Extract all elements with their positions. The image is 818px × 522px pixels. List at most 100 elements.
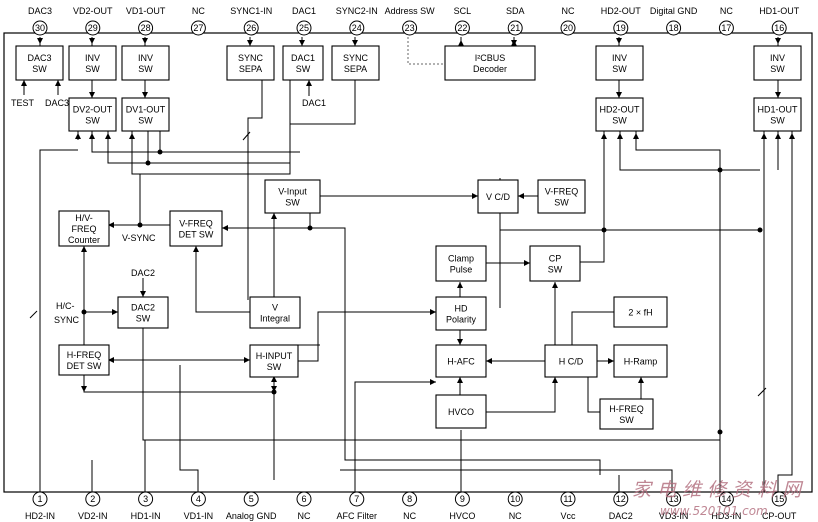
block-label: SW bbox=[285, 198, 300, 208]
block-label: DAC1 bbox=[291, 53, 315, 63]
top-pins: 30DAC329VD2-OUT28VD1-OUT27NC26SYNC1-IN25… bbox=[28, 6, 800, 36]
block-label: SW bbox=[85, 64, 100, 74]
block-label: 2 × fH bbox=[628, 308, 652, 318]
pin-number: 29 bbox=[88, 23, 98, 33]
pin-number: 4 bbox=[196, 494, 201, 504]
pin-number: 9 bbox=[460, 494, 465, 504]
block-label: SEPA bbox=[344, 64, 367, 74]
block-label: Integral bbox=[260, 314, 290, 324]
pin-number: 20 bbox=[563, 23, 573, 33]
pin-label: SDA bbox=[506, 6, 525, 16]
signal-dac2: DAC2 bbox=[131, 268, 155, 278]
pin-number: 1 bbox=[37, 494, 42, 504]
block-label: CP bbox=[549, 254, 562, 264]
block-h-cd: H C/D bbox=[544, 344, 598, 378]
block-label: Pulse bbox=[450, 265, 473, 275]
block-h-afc: H-AFC bbox=[435, 344, 487, 378]
pin-number: 6 bbox=[301, 494, 306, 504]
block-label: V-FREQ bbox=[179, 219, 213, 229]
pin-number: 5 bbox=[249, 494, 254, 504]
block-label: FREQ bbox=[71, 224, 96, 234]
block-label: INV bbox=[85, 53, 100, 63]
pin-label: NC bbox=[562, 6, 575, 16]
pin-label: HD1-IN bbox=[131, 511, 161, 521]
pin-label: NC bbox=[298, 511, 311, 521]
pin-number: 2 bbox=[90, 494, 95, 504]
block-label: DV2-OUT bbox=[73, 105, 113, 115]
pin-number: 17 bbox=[721, 23, 731, 33]
pin-number: 22 bbox=[457, 23, 467, 33]
block-label: H-Ramp bbox=[624, 357, 658, 367]
block-h-ramp: H-Ramp bbox=[613, 344, 668, 378]
block-label: H-FREQ bbox=[609, 404, 644, 414]
pin-label: HD3-IN bbox=[711, 511, 741, 521]
pin-label: DAC1 bbox=[292, 6, 316, 16]
pin-number: 14 bbox=[721, 494, 731, 504]
pin-label: DAC2 bbox=[609, 511, 633, 521]
block-v-cd: V C/D bbox=[477, 179, 519, 214]
pin-number: 10 bbox=[510, 494, 520, 504]
pin-label: SCL bbox=[454, 6, 472, 16]
top-pin-22: 22 SCL bbox=[454, 6, 472, 36]
pin-number: 30 bbox=[35, 23, 45, 33]
bottom-pin-6: 6NC bbox=[296, 491, 312, 521]
pin-number: 21 bbox=[510, 23, 520, 33]
block-label: Decoder bbox=[473, 64, 507, 74]
block-label: V bbox=[272, 303, 278, 313]
block-label: SW bbox=[770, 64, 785, 74]
pin-number: 28 bbox=[141, 23, 151, 33]
pin-number: 27 bbox=[193, 23, 203, 33]
pin-label: Analog GND bbox=[226, 511, 277, 521]
watermark-url: www.520101.com bbox=[660, 504, 768, 518]
top-pin-20: 20 NC bbox=[560, 6, 576, 36]
pin-label: Digital GND bbox=[650, 6, 698, 16]
block-label: SW bbox=[85, 116, 100, 126]
signal-labels: TEST DAC3 DAC1 V-SYNC DAC2 H/C- SYNC bbox=[11, 98, 326, 325]
block-label: Clamp bbox=[448, 254, 474, 264]
pin-number: 24 bbox=[352, 23, 362, 33]
block-label: H-INPUT bbox=[256, 351, 293, 361]
block-label: Counter bbox=[68, 235, 100, 245]
block-label: HD bbox=[455, 304, 468, 314]
block-label: Polarity bbox=[446, 315, 477, 325]
block-label: INV bbox=[612, 53, 627, 63]
pin-label: Vcc bbox=[560, 511, 576, 521]
pin-label: NC bbox=[720, 6, 733, 16]
pin-number: 26 bbox=[246, 23, 256, 33]
block-label: SW bbox=[138, 64, 153, 74]
pin-label: HD2-IN bbox=[25, 511, 55, 521]
block-label: SW bbox=[32, 64, 47, 74]
block-label: DET SW bbox=[179, 230, 214, 240]
pin-number: 15 bbox=[774, 494, 784, 504]
pin-label: DAC3 bbox=[28, 6, 52, 16]
pin-label: AFC Filter bbox=[337, 511, 378, 521]
block-label: SW bbox=[612, 64, 627, 74]
pin-label: NC bbox=[509, 511, 522, 521]
